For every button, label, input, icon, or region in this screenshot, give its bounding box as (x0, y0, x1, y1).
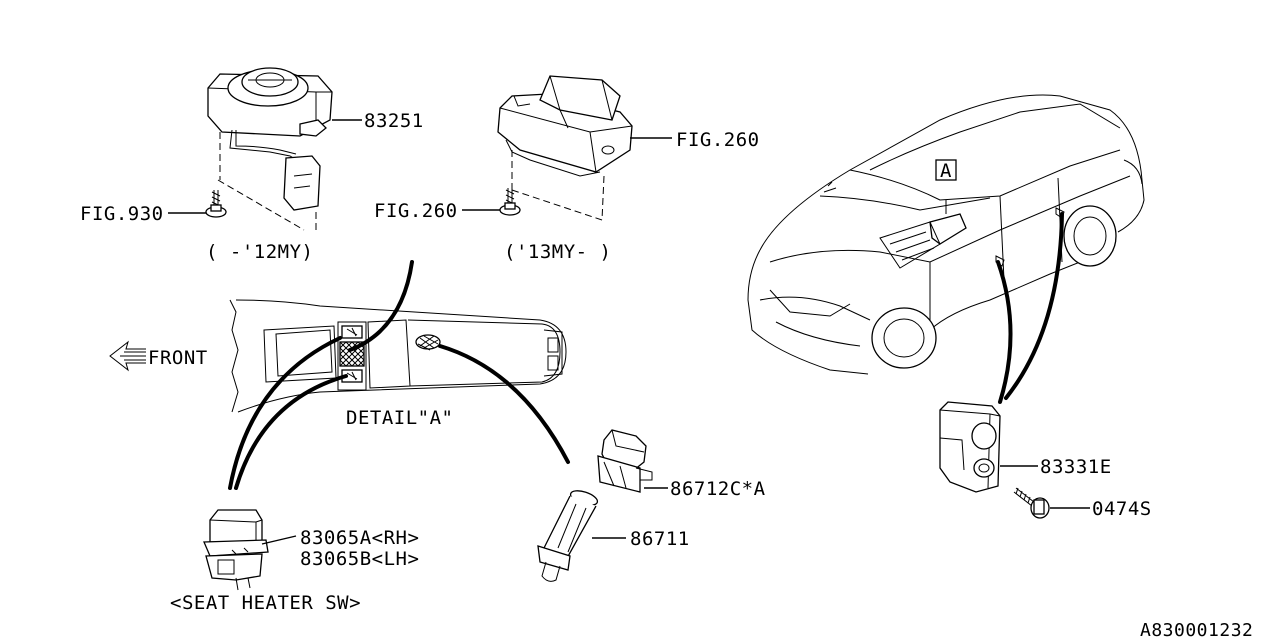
label-range-old: ( -'12MY) (206, 241, 313, 263)
callout-curve-rh (228, 336, 342, 490)
ref-box-a (935, 159, 957, 181)
bolt-fig930-illustration[interactable] (205, 190, 227, 218)
part-0474s-illustration[interactable] (1013, 487, 1050, 519)
console-detail-a (229, 299, 567, 413)
label-86712c[interactable]: 86712C*A (670, 478, 766, 500)
label-detail-a: DETAIL"A" (346, 407, 453, 429)
front-arrow-icon (109, 340, 146, 372)
callout-curve-door-front (996, 260, 1013, 404)
part-83251-illustration[interactable] (207, 67, 333, 231)
vehicle-outline (747, 94, 1145, 375)
callout-curve-lh (234, 374, 348, 490)
part-83331e-illustration[interactable] (939, 401, 1001, 493)
label-fig260-bolt[interactable]: FIG.260 (374, 200, 458, 222)
label-0474s[interactable]: 0474S (1092, 498, 1152, 520)
label-ref-a: A (940, 160, 952, 182)
power-outlet-location[interactable] (415, 334, 441, 351)
label-83065a[interactable]: 83065A<RH> (300, 527, 419, 549)
leader-83065 (261, 535, 297, 545)
part-86711-illustration[interactable] (537, 488, 599, 582)
part-86712c-illustration[interactable] (597, 429, 653, 493)
callout-curve-door-rear (1004, 212, 1064, 400)
diagram-id: A830001232 (1140, 620, 1253, 640)
label-front: FRONT (148, 347, 208, 369)
door-switch-locations[interactable] (995, 207, 1065, 267)
seat-heater-switch-rh-location[interactable] (341, 325, 363, 339)
label-86711[interactable]: 86711 (630, 528, 690, 550)
label-seat-heater-sw: <SEAT HEATER SW> (170, 592, 361, 614)
label-83065b[interactable]: 83065B<LH> (300, 548, 419, 570)
label-range-new: ('13MY- ) (504, 241, 611, 263)
console-location-a[interactable] (879, 200, 967, 269)
label-fig930[interactable]: FIG.930 (80, 203, 164, 225)
part-83065-illustration[interactable] (203, 509, 269, 591)
part-fig260-illustration[interactable] (497, 75, 633, 221)
label-83251: 83251 (364, 110, 424, 132)
callout-curve-top (348, 260, 414, 352)
bolt-fig260-illustration[interactable] (499, 188, 521, 216)
label-fig260-top[interactable]: FIG.260 (676, 129, 760, 151)
callout-curve-outlet (438, 344, 570, 464)
label-83331e[interactable]: 83331E (1040, 456, 1112, 478)
